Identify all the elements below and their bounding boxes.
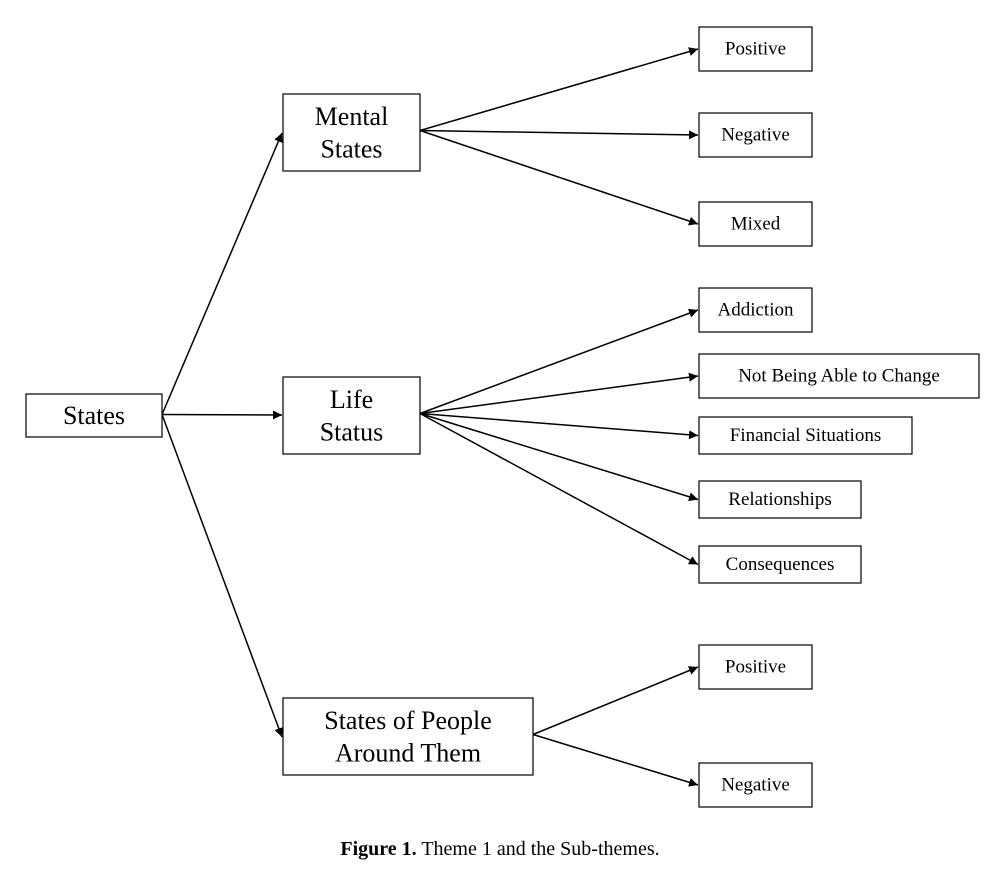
edge-theme-1-to-subtheme-3 <box>419 129 699 226</box>
figure-caption: Figure 1. Theme 1 and the Sub-themes. <box>0 836 1000 862</box>
subtheme-node-2-1: Addiction <box>698 287 813 333</box>
subtheme-node-1-3-box <box>698 201 813 247</box>
subtheme-node-1-3-label: Mixed <box>731 214 781 235</box>
figure-caption-text: Theme 1 and the Sub-themes. <box>416 838 660 860</box>
edge-theme-2-to-subtheme-4 <box>419 412 699 502</box>
edge-theme-2-to-subtheme-1 <box>419 308 699 415</box>
subtheme-node-3-1-label: Positive <box>725 657 786 678</box>
theme-node-2-label: Life <box>330 385 373 414</box>
nodes: StatesMentalStatesPositiveNegativeMixedL… <box>25 26 980 808</box>
subtheme-node-2-4-box <box>698 480 862 519</box>
subtheme-node-3-2-label: Negative <box>721 775 790 796</box>
theme-node-1-label: States <box>320 134 382 163</box>
edge-theme-3-to-subtheme-2 <box>532 733 699 787</box>
subtheme-node-2-5: Consequences <box>698 545 862 584</box>
subtheme-node-1-2: Negative <box>698 112 813 158</box>
subtheme-node-2-4: Relationships <box>698 480 862 519</box>
subtheme-node-3-2-box <box>698 762 813 808</box>
root-node-states-box <box>25 393 163 438</box>
subtheme-node-2-3: Financial Situations <box>698 416 913 455</box>
edge-root-to-theme-3 <box>161 414 284 738</box>
subtheme-node-2-2: Not Being Able to Change <box>698 353 980 399</box>
subtheme-node-1-1-label: Positive <box>725 39 786 60</box>
edge-theme-1-to-subtheme-2 <box>419 129 699 140</box>
edge-theme-3-to-subtheme-1 <box>532 666 699 736</box>
theme-node-1-label: Mental <box>315 102 389 131</box>
edges <box>161 47 699 787</box>
subtheme-node-2-5-box <box>698 545 862 584</box>
subtheme-node-2-4-label: Relationships <box>728 489 831 510</box>
subtheme-node-2-1-label: Addiction <box>718 300 794 321</box>
subtheme-node-1-2-box <box>698 112 813 158</box>
subtheme-node-3-1: Positive <box>698 644 813 690</box>
root-node-states: States <box>25 393 163 438</box>
subtheme-node-2-3-box <box>698 416 913 455</box>
subtheme-node-3-2: Negative <box>698 762 813 808</box>
theme-node-3-label: States of People <box>324 706 492 735</box>
subtheme-node-2-2-label: Not Being Able to Change <box>738 366 940 387</box>
subtheme-node-2-5-label: Consequences <box>726 554 835 575</box>
subtheme-node-1-1: Positive <box>698 26 813 72</box>
edge-theme-2-to-subtheme-2 <box>419 372 699 415</box>
figure-label: Figure 1. <box>340 838 417 860</box>
theme-node-3-box <box>282 697 534 776</box>
subtheme-node-2-3-label: Financial Situations <box>730 425 881 446</box>
theme-node-1-box <box>282 93 421 172</box>
theme-diagram: StatesMentalStatesPositiveNegativeMixedL… <box>25 26 980 808</box>
subtheme-node-3-1-box <box>698 644 813 690</box>
subtheme-node-2-1-box <box>698 287 813 333</box>
edge-theme-2-to-subtheme-3 <box>419 412 699 440</box>
edge-root-to-theme-2 <box>161 410 283 420</box>
edge-theme-1-to-subtheme-1 <box>419 47 699 132</box>
subtheme-node-1-3: Mixed <box>698 201 813 247</box>
theme-node-3-label: Around Them <box>335 738 481 767</box>
subtheme-node-2-2-box <box>698 353 980 399</box>
theme-node-2-label: Status <box>320 417 384 446</box>
theme-node-2-box <box>282 376 421 455</box>
edge-root-to-theme-1 <box>161 132 283 415</box>
edge-theme-2-to-subtheme-5 <box>419 412 699 566</box>
subtheme-node-1-2-label: Negative <box>721 125 790 146</box>
root-node-states-label: States <box>63 401 125 430</box>
subtheme-node-1-1-box <box>698 26 813 72</box>
